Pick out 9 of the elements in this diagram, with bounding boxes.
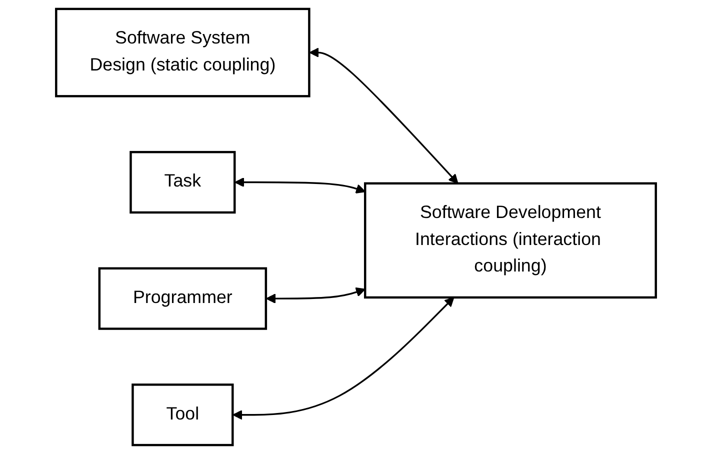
node-box: Programmer: [98, 267, 268, 330]
node-box: Software System Design (static coupling): [55, 8, 310, 98]
arrow: [266, 287, 366, 304]
node-box: Task: [130, 150, 236, 214]
node-box: Tool: [132, 384, 234, 446]
node-box: Software Development Interactions (interaction coupling): [364, 182, 657, 299]
arrow: [234, 177, 366, 194]
arrow: [309, 48, 458, 184]
arrow: [232, 297, 454, 420]
